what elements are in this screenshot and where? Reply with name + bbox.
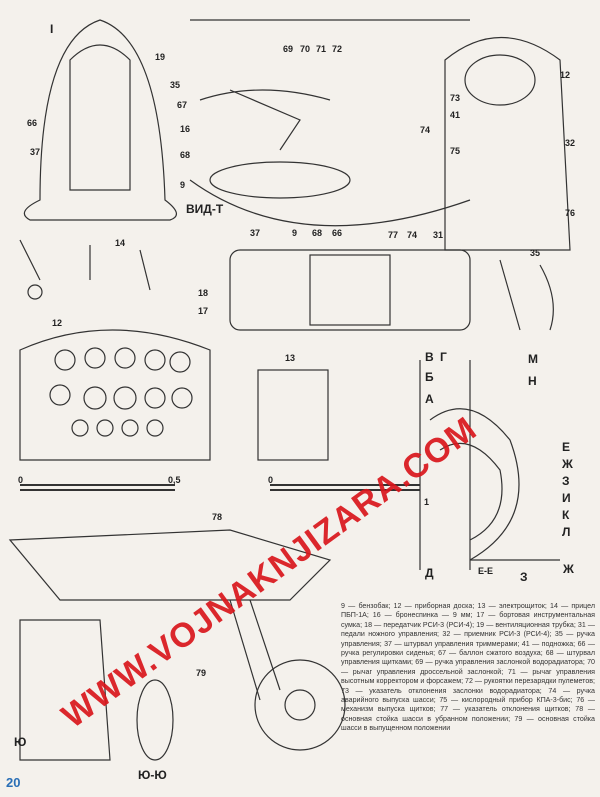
scale-bar-left (20, 484, 175, 491)
callout-12b: 12 (560, 70, 571, 80)
callout-70: 70 (300, 44, 311, 54)
letter-Zh: Ж (562, 457, 573, 471)
callout-35: 35 (170, 80, 181, 90)
letter-L: Л (562, 525, 571, 539)
scale-left-05: 0,5 (168, 475, 181, 485)
callout-78: 78 (212, 512, 223, 522)
callout-66: 66 (27, 118, 38, 128)
small-part-details (19, 239, 151, 291)
callout-77: 77 (388, 230, 399, 240)
fuel-tank-9 (209, 161, 351, 199)
letter-Z: З (562, 474, 570, 488)
scale-right-0: 0 (268, 475, 274, 485)
callout-9b: 9 (292, 228, 298, 238)
gear-strut (229, 599, 281, 701)
letter-E: Е (562, 440, 571, 454)
callout-68b: 68 (312, 228, 323, 238)
wheel-hub (284, 689, 316, 721)
figure-caption: 9 — бензобак; 12 — приборная доска; 13 —… (341, 602, 596, 733)
letter-I: И (562, 491, 571, 505)
scale-right-1: 1 (424, 497, 430, 507)
page-number: 20 (6, 775, 21, 790)
wheel-section-Yu-Yu (136, 679, 174, 761)
letter-Z2: З (520, 570, 528, 584)
callout-32: 32 (565, 138, 576, 148)
instrument-panel-12 (19, 329, 211, 461)
landing-gear-drawing (8, 529, 332, 601)
top-view-seat (309, 254, 391, 326)
section-marker-I: I (50, 22, 54, 36)
cockpit-top-view (229, 249, 471, 331)
scale-left-0: 0 (18, 475, 24, 485)
electrical-panel-13 (257, 369, 329, 461)
callout-66b: 66 (332, 228, 343, 238)
seat-view-Yu (19, 619, 111, 761)
callout-37b: 37 (250, 228, 261, 238)
callout-14: 14 (115, 238, 126, 248)
callout-35b: 35 (530, 248, 541, 258)
callout-68: 68 (180, 150, 191, 160)
callout-37: 37 (30, 147, 41, 157)
small-ring-part (27, 284, 43, 300)
callout-9: 9 (180, 180, 186, 190)
view-label-Yu: Ю (14, 735, 27, 749)
letter-V: В (425, 350, 434, 364)
callout-41: 41 (450, 110, 461, 120)
callout-19: 19 (155, 52, 166, 62)
callout-17: 17 (198, 306, 209, 316)
section-label-E-E: Е-Е (478, 566, 494, 576)
callout-69: 69 (283, 44, 294, 54)
callout-72: 72 (332, 44, 343, 54)
letter-A: А (425, 392, 434, 406)
cockpit-front-view-left (23, 19, 177, 221)
cockpit-canopy-frame (69, 44, 131, 191)
cockpit-front-view-right (444, 36, 571, 251)
letter-K: К (562, 508, 570, 522)
callout-73: 73 (450, 93, 461, 103)
control-linkage (229, 89, 301, 151)
control-stick-35 (499, 259, 554, 331)
callout-31: 31 (433, 230, 444, 240)
callout-75: 75 (450, 146, 461, 156)
scale-bar-right (270, 484, 420, 491)
callout-12: 12 (52, 318, 63, 328)
callout-67: 67 (177, 100, 188, 110)
letter-D: Д (425, 566, 434, 580)
view-label-T: ВИД-Т (186, 202, 224, 216)
letter-M: М (528, 352, 538, 366)
letter-Zh2: Ж (563, 562, 574, 576)
callout-76: 76 (565, 208, 576, 218)
section-label-Yu-Yu: Ю-Ю (138, 768, 167, 782)
callout-79: 79 (196, 668, 207, 678)
callout-71: 71 (316, 44, 327, 54)
letter-B: Б (425, 370, 434, 384)
letter-G: Г (440, 350, 447, 364)
callout-18: 18 (198, 288, 209, 298)
instrument-dials (49, 347, 193, 437)
wheel (254, 659, 346, 751)
letter-N: Н (528, 374, 537, 388)
fuselage-side-cutaway (189, 19, 471, 227)
callout-13: 13 (285, 353, 296, 363)
callout-16: 16 (180, 124, 191, 134)
right-view-panel (464, 54, 536, 106)
fuselage-sections (419, 360, 520, 570)
callout-74: 74 (420, 125, 431, 135)
callout-74b: 74 (407, 230, 418, 240)
